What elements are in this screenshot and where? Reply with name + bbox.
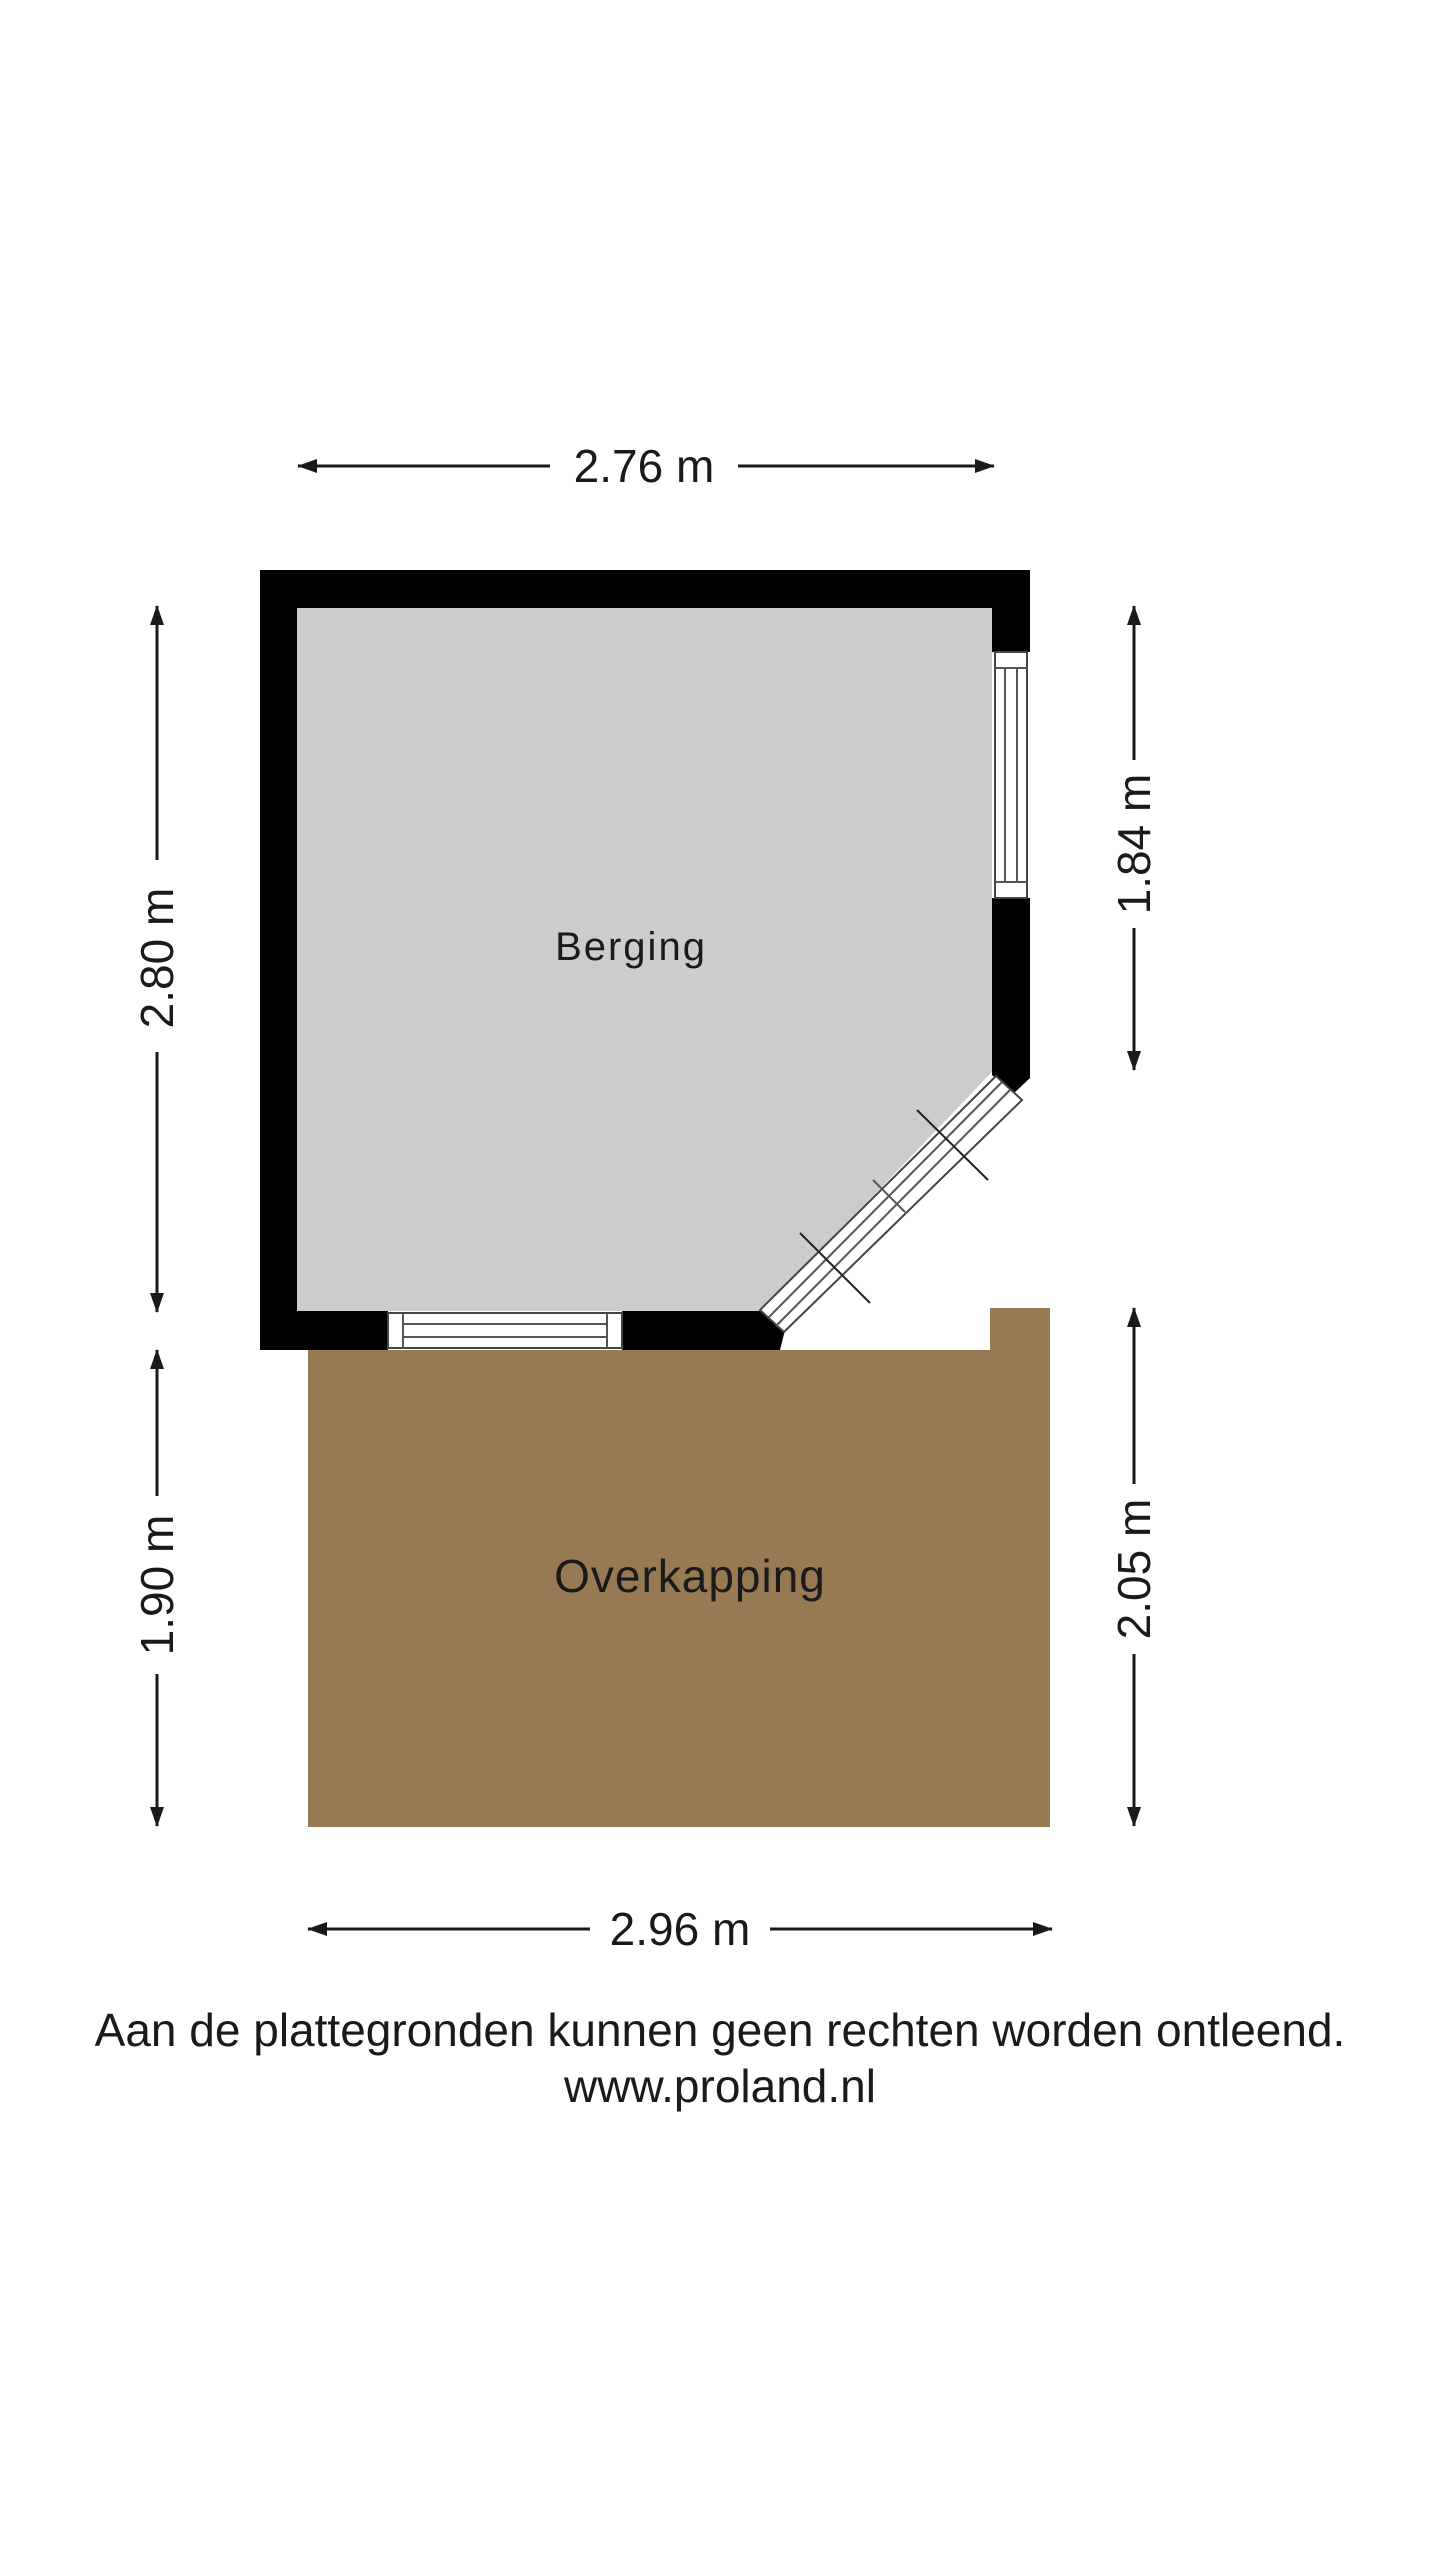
wall-bottom-right — [622, 1311, 785, 1350]
dimension-top-label: 2.76 m — [574, 440, 715, 492]
dimension-right-lower-label: 2.05 m — [1108, 1499, 1160, 1640]
overkapping-area — [308, 1308, 1050, 1827]
dimension-right-upper-label: 1.84 m — [1108, 774, 1160, 915]
dimension-right-upper: 1.84 m — [1108, 605, 1160, 1071]
dimension-bottom-label: 2.96 m — [610, 1903, 751, 1955]
footer-disclaimer: Aan de plattegronden kunnen geen rechten… — [94, 2004, 1346, 2056]
berging-floor — [297, 608, 992, 1311]
dimension-left-upper-label: 2.80 m — [131, 888, 183, 1029]
footer-website-link[interactable]: www.proland.nl — [564, 2060, 876, 2112]
window-bottom — [387, 1312, 623, 1349]
wall-right-lower — [992, 898, 1030, 1072]
wall-right-corner — [992, 1072, 1030, 1095]
wall-right-upper — [992, 570, 1030, 652]
dimension-bottom: 2.96 m — [307, 1903, 1053, 1955]
dimension-left-lower-label: 1.90 m — [131, 1515, 183, 1656]
wall-bottom-left — [260, 1311, 388, 1350]
dimension-right-lower: 2.05 m — [1108, 1307, 1160, 1827]
window-right — [994, 651, 1028, 899]
dimension-left-upper: 2.80 m — [131, 605, 183, 1313]
room-label-overkapping: Overkapping — [554, 1550, 826, 1602]
dimension-top: 2.76 m — [297, 440, 995, 492]
dimension-left-lower: 1.90 m — [131, 1349, 183, 1827]
room-label-berging: Berging — [555, 925, 707, 969]
walls — [260, 570, 1030, 1350]
diagonal-door — [758, 1074, 1024, 1334]
wall-left — [260, 570, 297, 1350]
wall-top — [260, 570, 1030, 608]
